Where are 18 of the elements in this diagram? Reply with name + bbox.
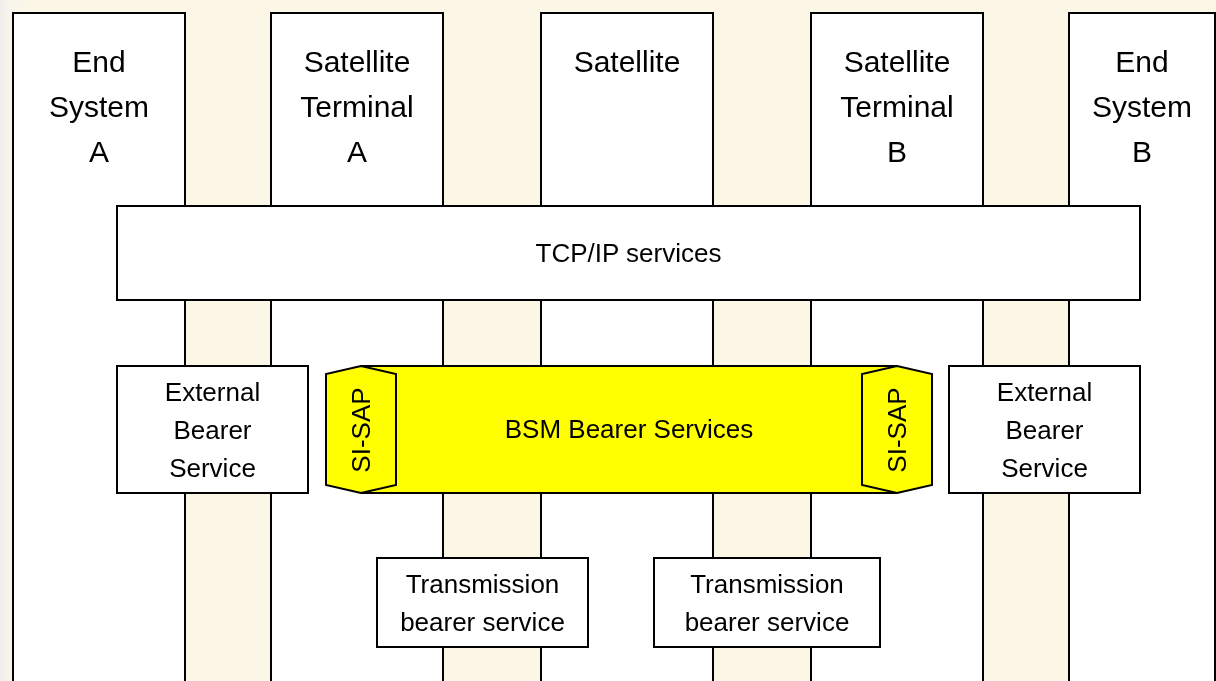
service-label: External Bearer Service bbox=[163, 375, 262, 485]
service-label: Transmission bearer service bbox=[683, 567, 851, 639]
column-label: Satellite bbox=[572, 44, 682, 80]
sap-label: SI-SAP bbox=[346, 386, 376, 473]
service-label: TCP/IP services bbox=[535, 237, 722, 270]
service-box bbox=[948, 365, 1141, 494]
service-box bbox=[376, 557, 589, 648]
column-label: Satellite Terminal B bbox=[839, 44, 955, 170]
service-label: Transmission bearer service bbox=[399, 567, 566, 639]
service-box bbox=[116, 365, 309, 494]
sap-label: SI-SAP bbox=[882, 386, 912, 473]
service-box bbox=[653, 557, 881, 648]
column-label: End System A bbox=[48, 44, 150, 170]
service-box bbox=[116, 205, 1141, 301]
service-label: External Bearer Service bbox=[995, 375, 1094, 485]
column-label: End System B bbox=[1091, 44, 1193, 170]
column-label: Satellite Terminal A bbox=[299, 44, 415, 170]
band-label: BSM Bearer Services bbox=[504, 414, 754, 445]
